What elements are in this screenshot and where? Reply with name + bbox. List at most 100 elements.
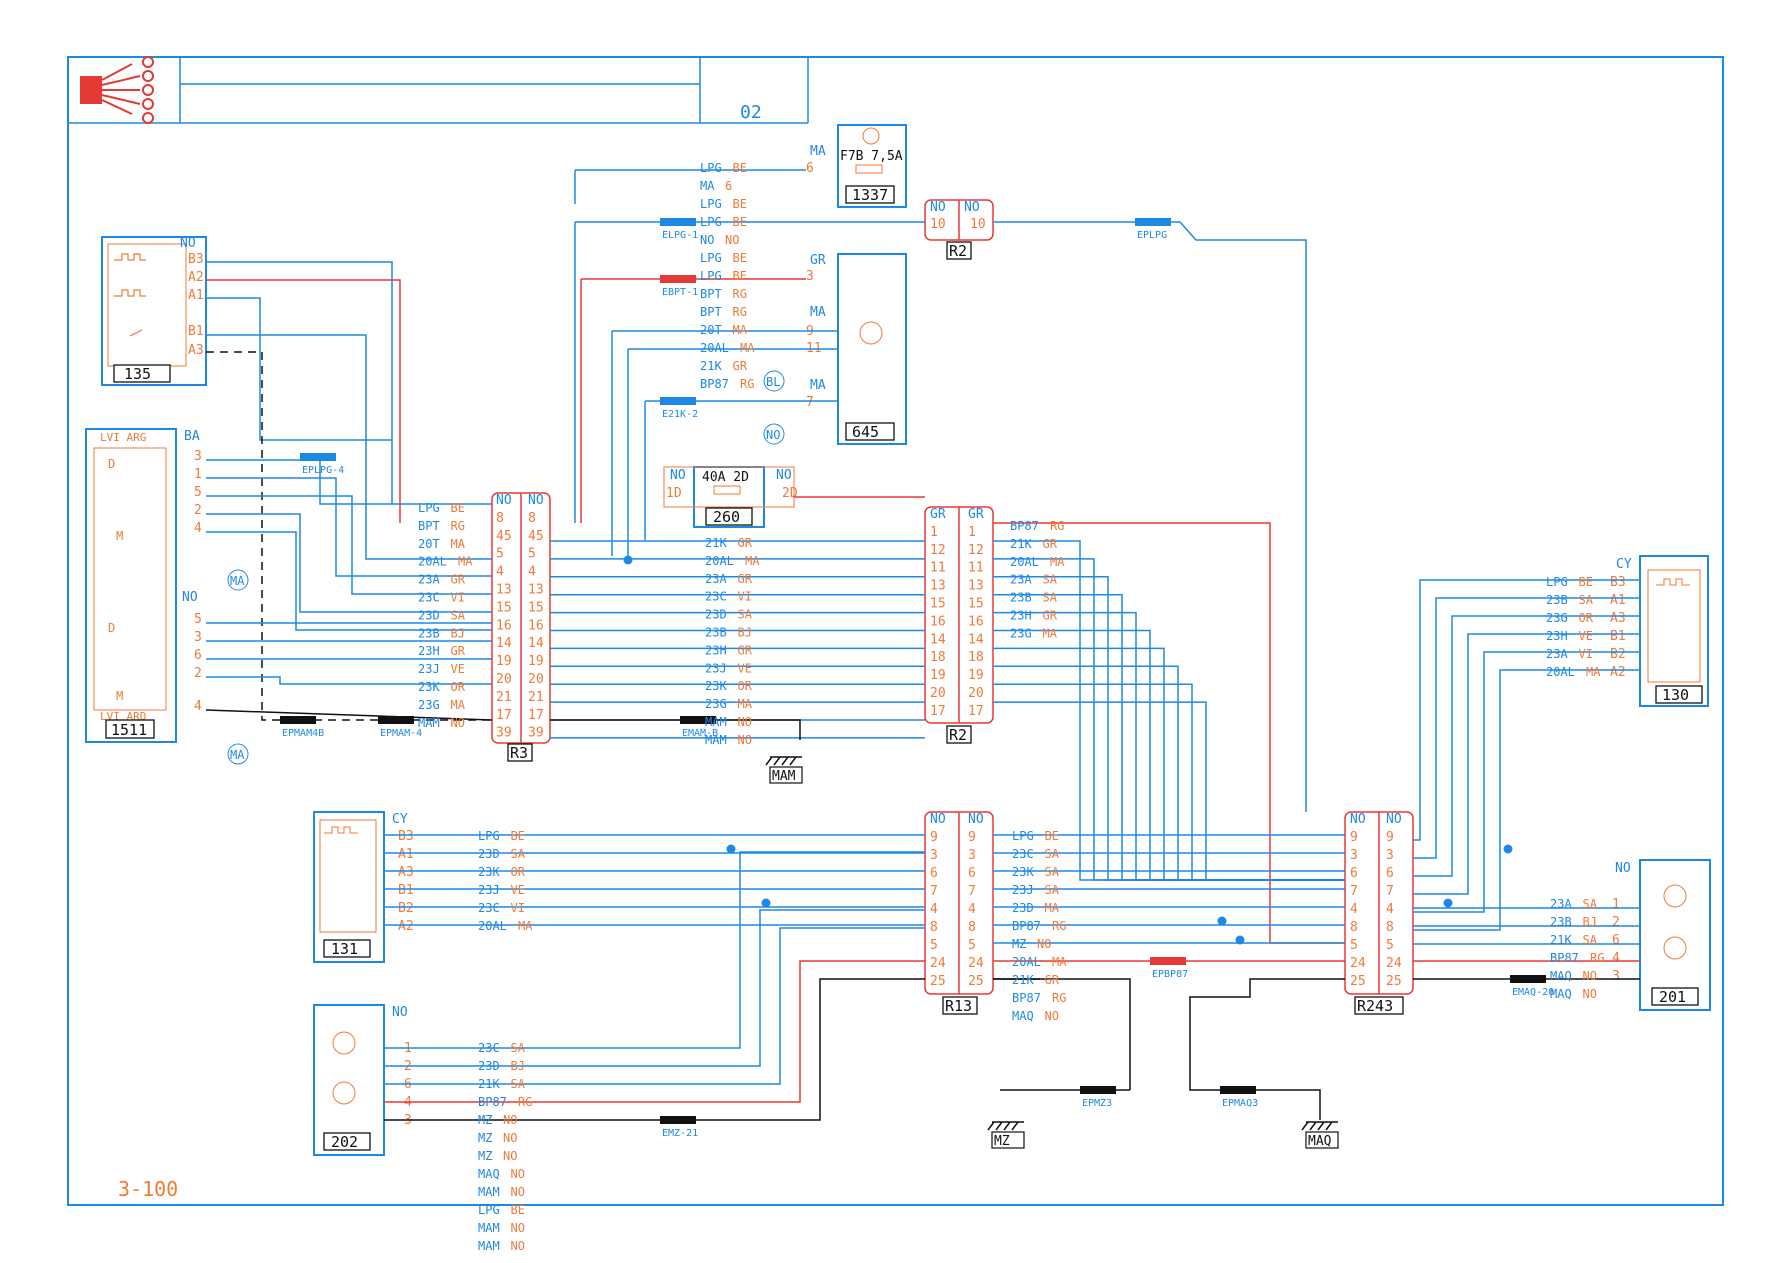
- splice-label: EPLPG: [1137, 230, 1167, 241]
- wire: [1413, 651, 1640, 913]
- svg-text:NO: NO: [1615, 861, 1631, 876]
- r13-left-pin: 7: [930, 884, 938, 899]
- sheet-code: 02: [740, 102, 762, 123]
- r2-left-pin: 18: [930, 650, 946, 665]
- svg-text:B2: B2: [398, 901, 414, 916]
- wire-label-color: GR: [1043, 537, 1058, 551]
- wire-label: LPG: [700, 251, 722, 265]
- svg-text:6: 6: [194, 648, 202, 663]
- svg-text:CY: CY: [1616, 557, 1632, 572]
- wire-label: 23A: [1546, 647, 1568, 661]
- ground-label-maq: MAQ: [1308, 1134, 1332, 1149]
- wire: [206, 513, 492, 613]
- junction-dot: [1443, 898, 1453, 908]
- splice-label: EPMAM4B: [282, 728, 324, 739]
- wire-label-color: RG: [518, 1095, 532, 1109]
- wire-label: 23H: [705, 643, 727, 657]
- wire-label-color: NO: [503, 1131, 517, 1145]
- svg-text:3: 3: [194, 630, 202, 645]
- wire-label: 21K: [1010, 537, 1032, 551]
- svg-text:B3: B3: [1610, 575, 1626, 590]
- r13-left-pin: 6: [930, 866, 938, 881]
- svg-text:2: 2: [194, 503, 202, 518]
- wire-label-color: BE: [1579, 575, 1593, 589]
- wire-label: 23G: [1010, 626, 1032, 640]
- r2-left-pin: 13: [930, 579, 946, 594]
- r13-right-pin: 9: [968, 830, 976, 845]
- svg-text:A1: A1: [188, 288, 204, 303]
- wire-label: LPG: [700, 197, 722, 211]
- r2-right-pin: 1: [968, 525, 976, 540]
- circle-markers: BL NO MA MA: [227, 370, 785, 765]
- wire: [550, 719, 801, 740]
- r3-left-pin: 45: [496, 529, 512, 544]
- wire-label-color: RG: [1590, 951, 1604, 965]
- junction-dot: [761, 898, 771, 908]
- r2-right-pin: 18: [968, 650, 984, 665]
- r3-right-pin: 16: [528, 618, 544, 633]
- wire-label: LPG: [700, 215, 722, 229]
- connector-r243: R243: [1344, 811, 1414, 1015]
- wire-label: BP87: [1012, 919, 1041, 933]
- svg-text:3: 3: [1612, 969, 1620, 984]
- svg-text:A3: A3: [188, 343, 204, 358]
- svg-text:4: 4: [194, 521, 202, 536]
- wire-label: 23D: [478, 1059, 500, 1073]
- r243-left-pin: 7: [1350, 884, 1358, 899]
- wire-label-color: NO: [738, 733, 752, 747]
- svg-text:R2: R2: [949, 726, 967, 744]
- wire: [206, 334, 492, 560]
- wire: [384, 927, 925, 1085]
- wire-label: 23D: [1012, 901, 1034, 915]
- wire-label: 23D: [478, 847, 500, 861]
- r3-right-pin: 17: [528, 708, 544, 723]
- r13-right-pin: 8: [968, 920, 976, 935]
- wire-label-color: NO: [738, 715, 752, 729]
- component-135: 135 NO B3 A2 A1 B1 A3: [101, 236, 207, 386]
- wire-label-color: BE: [733, 215, 747, 229]
- wire-label-color: MA: [451, 698, 466, 712]
- svg-text:A3: A3: [1610, 611, 1626, 626]
- svg-text:260: 260: [713, 508, 740, 526]
- svg-text:B1: B1: [188, 324, 204, 339]
- wire-label-color: MA: [458, 555, 473, 569]
- wire-label: 20AL: [1010, 555, 1039, 569]
- r3-left-pin: 19: [496, 654, 512, 669]
- wire-label: 23J: [705, 661, 727, 675]
- r243-right-pin: 8: [1386, 920, 1394, 935]
- r2-left-pin: 17: [930, 704, 946, 719]
- connector-r2: R2: [924, 506, 994, 744]
- wire: [206, 261, 393, 504]
- wire-label: 20AL: [700, 341, 729, 355]
- svg-text:B1: B1: [398, 883, 414, 898]
- r3-right-pin: 45: [528, 529, 544, 544]
- splice-label: EPMAM-4: [380, 728, 422, 739]
- svg-text:645: 645: [852, 423, 879, 441]
- ground-label-mz: MZ: [994, 1134, 1010, 1149]
- wire: [206, 676, 492, 685]
- r3-right-pin: 14: [528, 636, 544, 651]
- r13-left-pin: 4: [930, 902, 938, 917]
- wire-label: 23B: [1010, 591, 1032, 605]
- wire-label-color: BJ: [738, 626, 752, 640]
- r3-right-pin: 19: [528, 654, 544, 669]
- wire-label-color: 6: [725, 179, 732, 193]
- wire-label: MAQ: [1550, 987, 1572, 1001]
- wire-label: 21K: [1012, 973, 1034, 987]
- svg-text:B3: B3: [188, 252, 204, 267]
- wire-label-color: NO: [511, 1167, 525, 1181]
- wire-label-color: MA: [1586, 665, 1601, 679]
- wire-label-color: VI: [1579, 647, 1593, 661]
- sheet-frame: [67, 56, 1724, 1206]
- wire-label-color: BE: [733, 161, 747, 175]
- r3-right-pin: 15: [528, 600, 544, 615]
- wire-label: 23K: [1012, 865, 1034, 879]
- svg-text:7: 7: [806, 395, 814, 410]
- r243-right-pin: 6: [1386, 866, 1394, 881]
- wire-label: LPG: [1546, 575, 1568, 589]
- wire-label-color: BE: [733, 251, 747, 265]
- svg-text:1337: 1337: [852, 186, 888, 204]
- wire-label-color: GR: [1043, 609, 1058, 623]
- splice-epmam-4: [378, 716, 414, 724]
